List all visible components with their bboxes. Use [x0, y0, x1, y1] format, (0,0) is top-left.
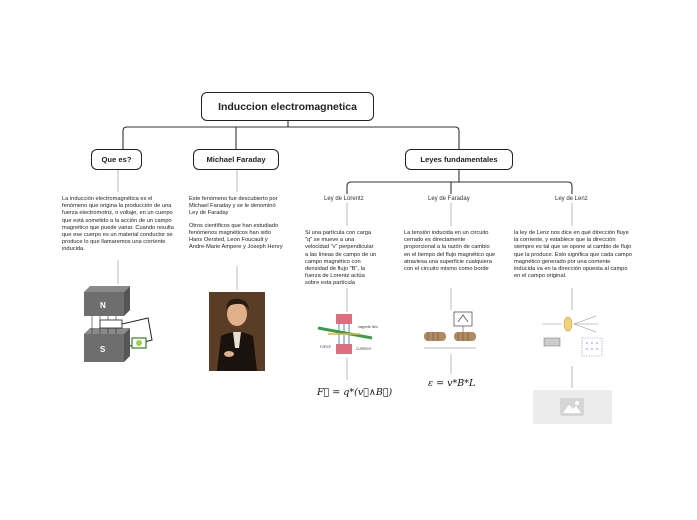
- lorentz-label-field: magnetic field: [358, 325, 378, 329]
- connector-leyes-bar: [346, 181, 573, 194]
- subtopic-ley-de-faraday[interactable]: Ley de Faraday: [428, 196, 470, 202]
- faraday-law-text: La tensión inducida en un circuito cerra…: [404, 230, 496, 273]
- magnet-south-label: S: [100, 345, 106, 354]
- magnet-illustration: N S: [84, 286, 153, 362]
- faraday-law-formula: ε = v*B*L: [428, 378, 476, 389]
- que-es-text: La inducción electromagnética es el fenó…: [62, 196, 174, 253]
- node-leyes-fundamentales[interactable]: Leyes fundamentales: [405, 149, 513, 170]
- subtopic-ley-de-lenz[interactable]: Ley de Lenz: [555, 196, 588, 202]
- lorentz-force-diagram: magnetic field FORCE CURRENT: [317, 314, 378, 354]
- subtopic-ley-de-lorentz-label: Ley de Lorentz: [324, 196, 364, 202]
- node-michael-faraday[interactable]: Michael Faraday: [193, 149, 279, 170]
- node-leyes-label: Leyes fundamentales: [420, 155, 498, 164]
- subtopic-ley-de-lenz-label: Ley de Lenz: [555, 196, 588, 202]
- lorentz-label-current: CURRENT: [356, 347, 372, 351]
- faraday-law-diagram: [424, 311, 476, 349]
- subtopic-ley-de-lorentz[interactable]: Ley de Lorentz: [324, 196, 364, 202]
- faraday-portrait: [209, 292, 265, 371]
- image-placeholder-icon: [560, 398, 584, 416]
- lorentz-description: Si una partícula con carga "q" se mueve …: [305, 230, 378, 288]
- image-placeholder[interactable]: [533, 390, 612, 424]
- connector-level1-bar: [122, 126, 460, 149]
- lorentz-label-force: FORCE: [320, 345, 331, 349]
- lorentz-text: Si una partícula con carga "q" se mueve …: [305, 230, 377, 287]
- magnet-north-label: N: [100, 301, 106, 310]
- subtopic-ley-de-faraday-label: Ley de Faraday: [428, 196, 470, 202]
- node-michael-faraday-label: Michael Faraday: [206, 155, 266, 164]
- faraday-text-2: Otros científicos que han estudiado fenó…: [189, 222, 283, 251]
- root-title: Induccion electromagnetica: [218, 100, 357, 113]
- lenz-description: la ley de Lenz nos dice en qué dirección…: [514, 230, 632, 280]
- faraday-description: Este fenómeno fue descubierto por Michae…: [189, 196, 283, 256]
- que-es-description: La inducción electromagnética es el fenó…: [62, 196, 174, 254]
- faraday-text-1: Este fenómeno fue descubierto por Michae…: [189, 196, 278, 217]
- node-que-es-label: Que es?: [101, 155, 132, 164]
- lenz-text: la ley de Lenz nos dice en qué dirección…: [514, 230, 632, 280]
- lenz-law-diagram: [542, 315, 603, 357]
- faraday-law-description: La tensión inducida en un circuito cerra…: [404, 230, 496, 273]
- lorentz-formula: F⃗ = q*(v⃗∧B⃗): [317, 387, 393, 398]
- node-que-es[interactable]: Que es?: [91, 149, 142, 170]
- root-node[interactable]: Induccion electromagnetica: [201, 92, 374, 121]
